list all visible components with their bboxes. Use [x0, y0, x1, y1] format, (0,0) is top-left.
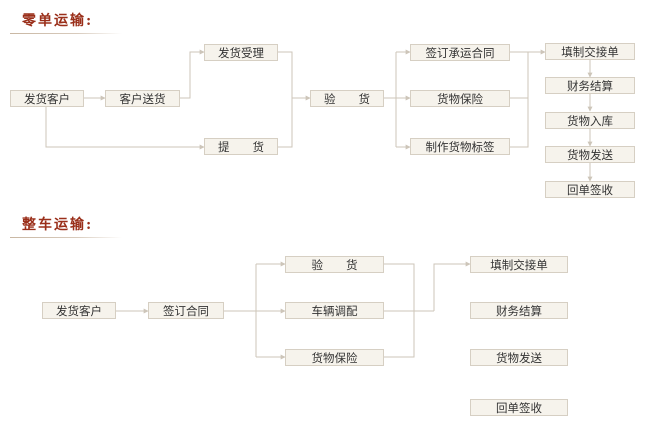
node-zc-inspect: 验 货	[285, 256, 384, 273]
connector-zc-merge-to-handover	[433, 261, 471, 311]
node-zc-goods-dispatch: 货物发送	[470, 349, 568, 366]
node-pickup: 提 货	[204, 138, 278, 155]
connector-pickup-to-inspect	[278, 98, 293, 148]
node-zc-sign-contract: 签订合同	[148, 302, 224, 319]
connector-delivery-to-accept	[180, 49, 205, 99]
node-fill-handover: 填制交接单	[545, 43, 635, 60]
node-zc-receipt-sign: 回单签收	[470, 399, 568, 416]
node-sign-contract: 签订承运合同	[410, 44, 510, 61]
node-make-labels: 制作货物标签	[410, 138, 510, 155]
connector-accept-to-inspect	[278, 51, 311, 101]
node-finance-settle: 财务结算	[545, 77, 635, 94]
connector-shipper-to-pickup	[45, 106, 205, 150]
node-zc-shipper: 发货客户	[42, 302, 116, 319]
node-goods-inbound: 货物入库	[545, 112, 635, 129]
connector-contract-to-handover	[510, 51, 529, 148]
section-divider-zhengche	[10, 237, 122, 238]
node-cargo-insurance: 货物保险	[410, 90, 510, 107]
section-divider-ldyl	[10, 33, 122, 34]
section-title-ldyl: 零单运输:	[22, 13, 94, 29]
node-zc-finance-settle: 财务结算	[470, 302, 568, 319]
node-customer-delivery: 客户送货	[105, 90, 180, 107]
node-goods-dispatch: 货物发送	[545, 146, 635, 163]
node-delivery-accept: 发货受理	[204, 44, 278, 61]
node-zc-vehicle-dispatch: 车辆调配	[285, 302, 384, 319]
node-inspect: 验 货	[310, 90, 384, 107]
node-receipt-sign: 回单签收	[545, 181, 635, 198]
node-zc-fill-handover: 填制交接单	[470, 256, 568, 273]
node-shipper: 发货客户	[10, 90, 84, 107]
node-zc-cargo-insurance: 货物保险	[285, 349, 384, 366]
section-title-zhengche: 整车运输:	[22, 217, 94, 233]
